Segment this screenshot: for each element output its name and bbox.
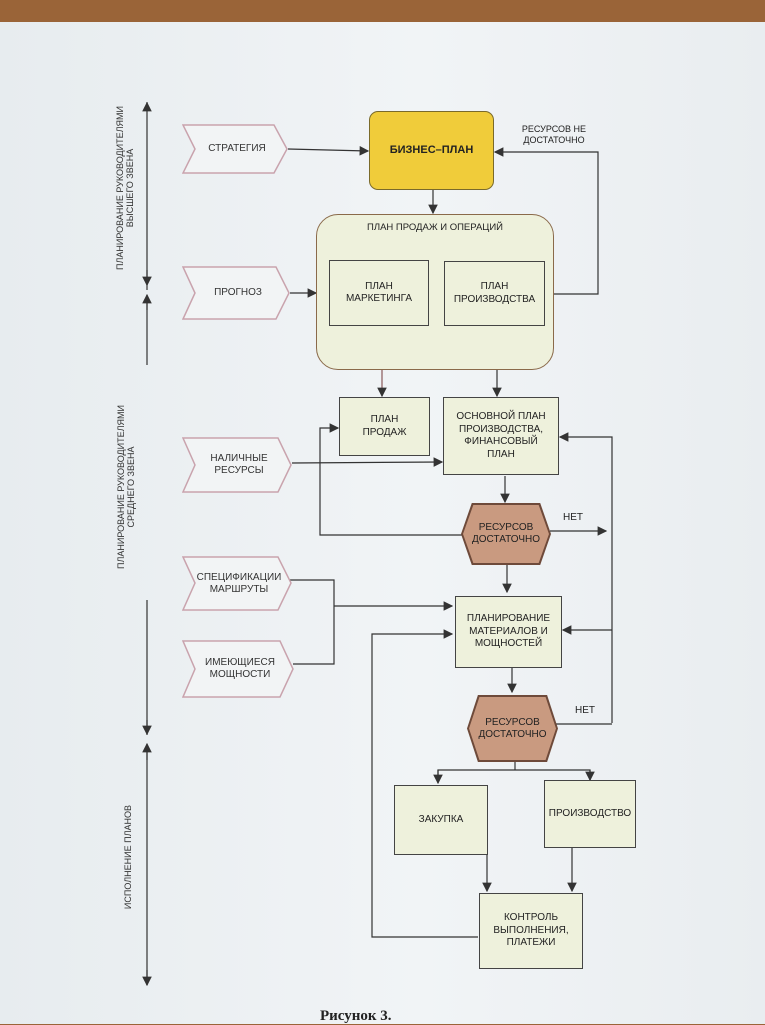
materials-planning-box: ПЛАНИРОВАНИЕ МАТЕРИАЛОВ И МОЩНОСТЕЙ	[455, 596, 562, 668]
purchase-label: ЗАКУПКА	[418, 813, 464, 825]
materials-planning-label: ПЛАНИРОВАНИЕ МАТЕРИАЛОВ И МОЩНОСТЕЙ	[466, 613, 551, 650]
business-plan-label: БИЗНЕС–ПЛАН	[389, 143, 474, 156]
input-specs: СПЕЦИФИКАЦИИ МАРШРУТЫ	[182, 556, 292, 611]
no-label-1: НЕТ	[563, 512, 583, 523]
input-strategy-label: СТРАТЕГИЯ	[208, 143, 266, 154]
production-plan-box: ПЛАН ПРОИЗВОДСТВА	[444, 261, 545, 326]
input-capacity-label: ИМЕЮЩИЕСЯ МОЩНОСТИ	[205, 657, 275, 680]
decision-2-hexagon: РЕСУРСОВ ДОСТАТОЧНО	[469, 697, 556, 760]
input-available-resources: НАЛИЧНЫЕ РЕСУРСЫ	[182, 437, 292, 493]
marketing-plan-label: ПЛАН МАРКЕТИНГА	[345, 280, 413, 305]
production-box: ПРОИЗВОДСТВО	[544, 780, 636, 848]
decision-1-label: РЕСУРСОВ ДОСТАТОЧНО	[472, 522, 540, 545]
control-label: КОНТРОЛЬ ВЫПОЛНЕНИЯ, ПЛАТЕЖИ	[493, 912, 569, 949]
sop-group-title: ПЛАН ПРОДАЖ И ОПЕРАЦИЙ	[367, 222, 503, 233]
no-label-2: НЕТ	[575, 705, 595, 716]
sales-plan-box: ПЛАН ПРОДАЖ	[339, 397, 430, 456]
side-label-middle-management: ПЛАНИРОВАНИЕ РУКОВОДИТЕЛЯМИ СРЕДНЕГО ЗВЕ…	[116, 405, 137, 569]
marketing-plan-box: ПЛАН МАРКЕТИНГА	[329, 260, 429, 326]
control-box: КОНТРОЛЬ ВЫПОЛНЕНИЯ, ПЛАТЕЖИ	[479, 893, 583, 969]
master-plan-box: ОСНОВНОЙ ПЛАН ПРОИЗВОДСТВА, ФИНАНСОВЫЙ П…	[443, 397, 559, 475]
input-strategy: СТРАТЕГИЯ	[182, 124, 288, 174]
input-forecast-label: ПРОГНОЗ	[214, 287, 262, 298]
master-plan-label: ОСНОВНОЙ ПЛАН ПРОИЗВОДСТВА, ФИНАНСОВЫЙ П…	[456, 411, 546, 460]
purchase-box: ЗАКУПКА	[394, 785, 488, 855]
decision-2-label: РЕСУРСОВ ДОСТАТОЧНО	[478, 716, 547, 740]
input-available-resources-label: НАЛИЧНЫЕ РЕСУРСЫ	[210, 453, 268, 476]
sales-plan-label: ПЛАН ПРОДАЖ	[362, 414, 407, 438]
input-capacity: ИМЕЮЩИЕСЯ МОЩНОСТИ	[182, 640, 294, 698]
input-forecast: ПРОГНОЗ	[182, 266, 290, 320]
production-label: ПРОИЗВОДСТВО	[548, 807, 632, 819]
input-specs-label: СПЕЦИФИКАЦИИ МАРШРУТЫ	[196, 571, 282, 595]
decision-1-hexagon: РЕСУРСОВ ДОСТАТОЧНО	[463, 505, 549, 563]
resources-not-enough-label: РЕСУРСОВ НЕ ДОСТАТОЧНО	[521, 124, 587, 145]
side-label-execution: ИСПОЛНЕНИЕ ПЛАНОВ	[123, 804, 133, 910]
figure-caption: Рисунок 3.	[320, 1008, 392, 1024]
business-plan-box: БИЗНЕС–ПЛАН	[369, 111, 494, 190]
production-plan-label: ПЛАН ПРОИЗВОДСТВА	[453, 281, 536, 305]
side-label-top-management: ПЛАНИРОВАНИЕ РУКОВОДИТЕЛЯМИ ВЫСШЕГО ЗВЕН…	[115, 106, 136, 270]
